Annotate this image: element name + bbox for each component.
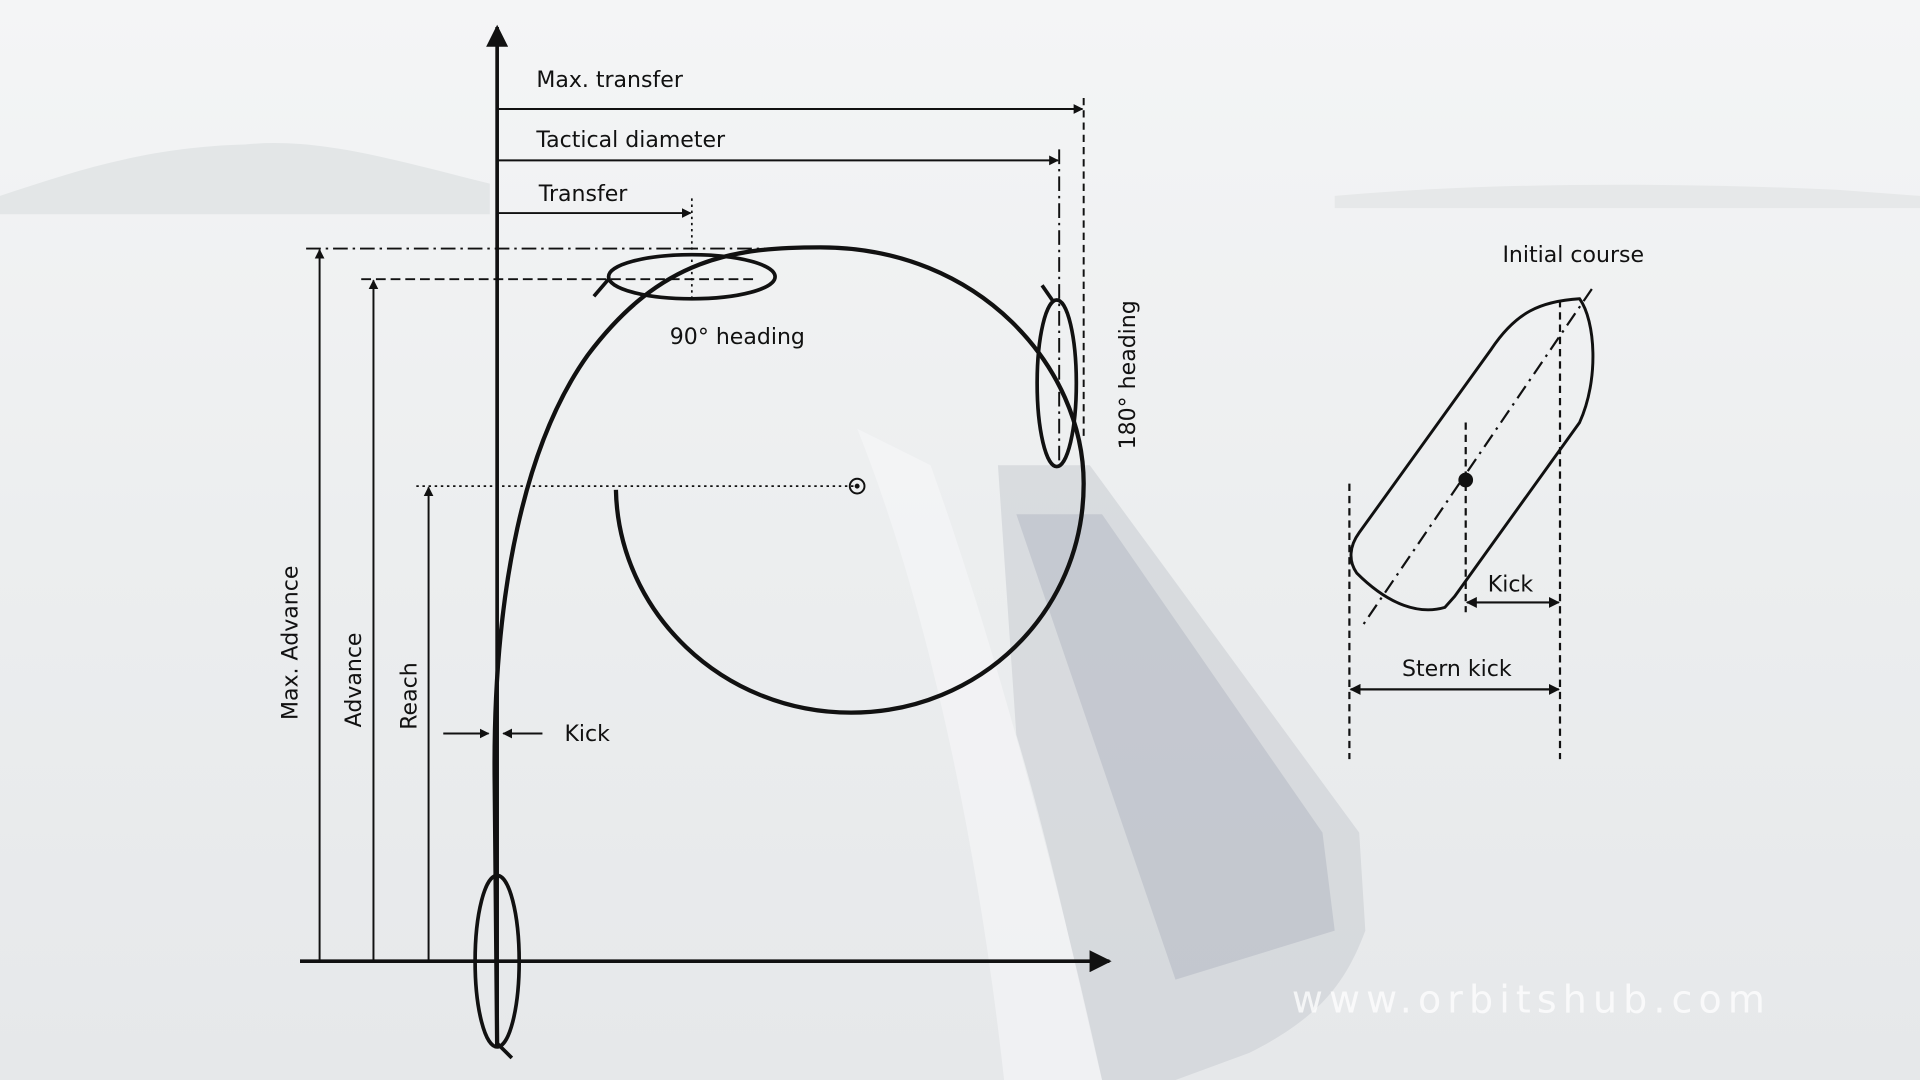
- ship-180-heading-icon: [1035, 284, 1079, 469]
- watermark: www.orbitshub.com: [1292, 978, 1771, 1022]
- heading-180-label: 180° heading: [1116, 300, 1141, 449]
- stern-kick-label: Stern kick: [1402, 657, 1512, 682]
- ship-90-heading-icon: [592, 252, 777, 301]
- transfer-label: Transfer: [538, 182, 629, 207]
- turning-path: [492, 245, 1086, 1047]
- pivot-point-icon: [1458, 472, 1474, 488]
- reach-label: Reach: [397, 662, 422, 729]
- advance-label: Advance: [342, 633, 367, 728]
- ship-centerline: [1360, 288, 1593, 628]
- heading-90-label: 90° heading: [670, 325, 805, 350]
- ship-kick-detail: Initial course Kick Stern kick: [1348, 243, 1644, 760]
- max-advance-label: Max. Advance: [279, 566, 304, 720]
- kick-label: Kick: [564, 722, 610, 747]
- turning-center-icon: [848, 477, 866, 495]
- ship-hull-icon: [1349, 297, 1595, 612]
- ship-start-icon: [473, 873, 522, 1060]
- kick-detail-label: Kick: [1488, 572, 1534, 597]
- tactical-diameter-label: Tactical diameter: [535, 128, 726, 153]
- initial-course-label: Initial course: [1502, 243, 1644, 268]
- max-transfer-label: Max. transfer: [536, 68, 684, 93]
